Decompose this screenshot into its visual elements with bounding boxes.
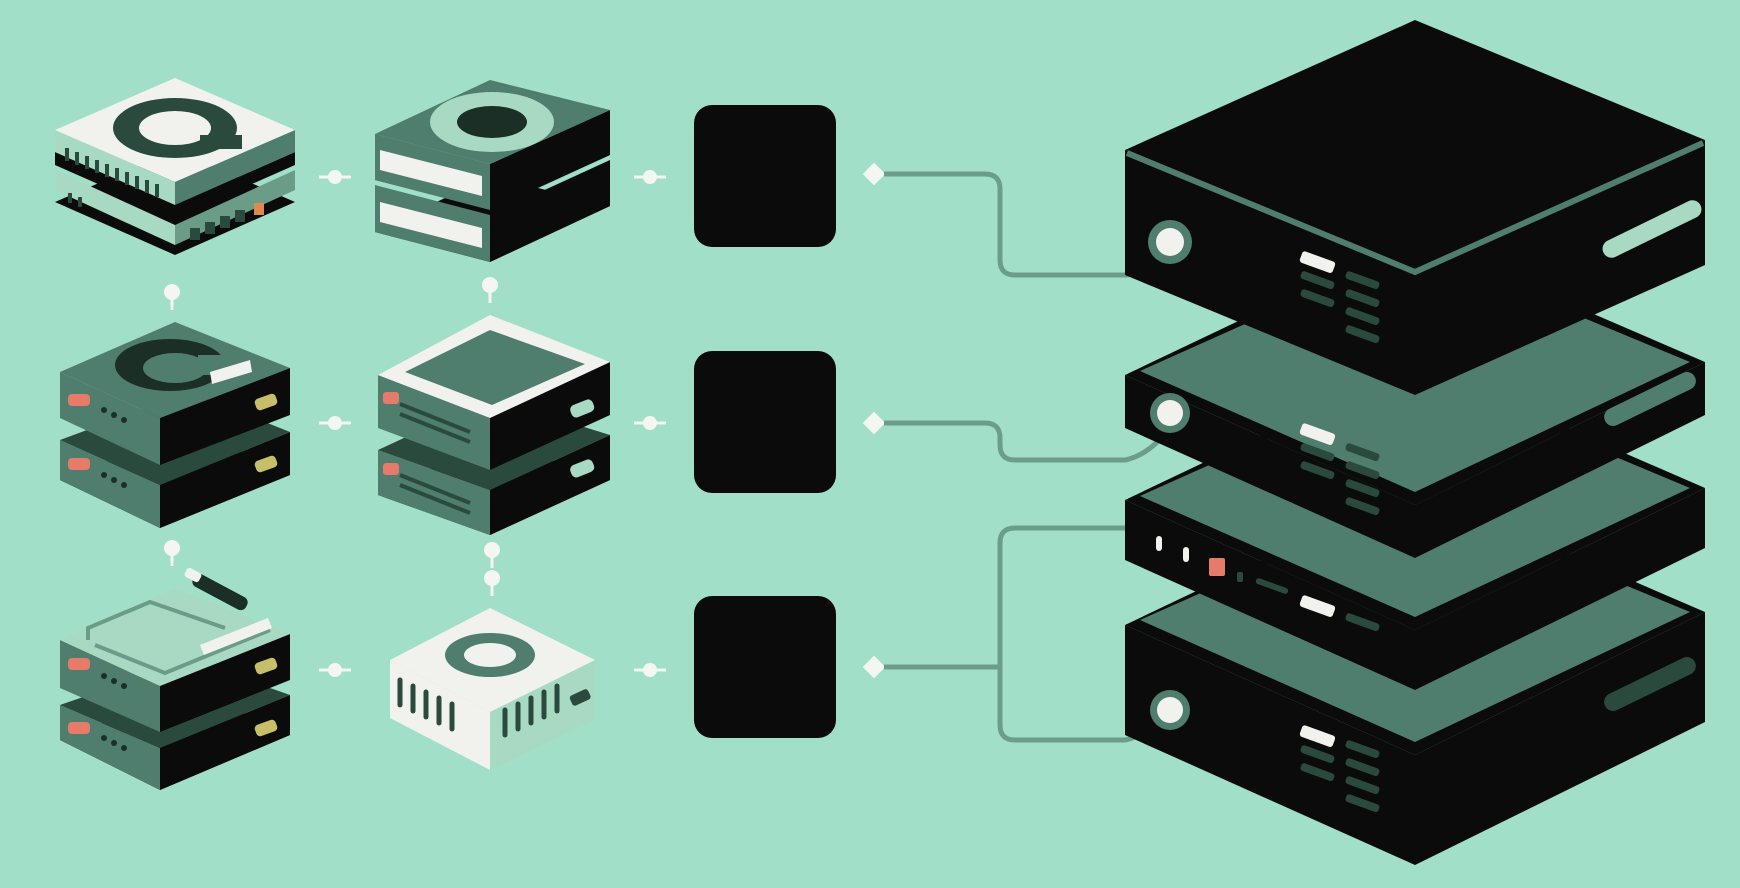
server-tower xyxy=(1125,20,1705,865)
storage-device-a2 xyxy=(60,322,290,528)
storage-device-a3 xyxy=(60,567,290,790)
cable-block2-server xyxy=(862,411,1175,463)
storage-device-b3 xyxy=(390,608,595,770)
storage-device-a1 xyxy=(55,78,295,255)
storage-device-b1 xyxy=(375,80,610,262)
storage-device-b2 xyxy=(378,315,610,535)
black-block-3 xyxy=(694,596,836,738)
black-block-1 xyxy=(694,105,836,247)
black-block-2 xyxy=(694,351,836,493)
server-unit-1 xyxy=(1125,20,1705,395)
